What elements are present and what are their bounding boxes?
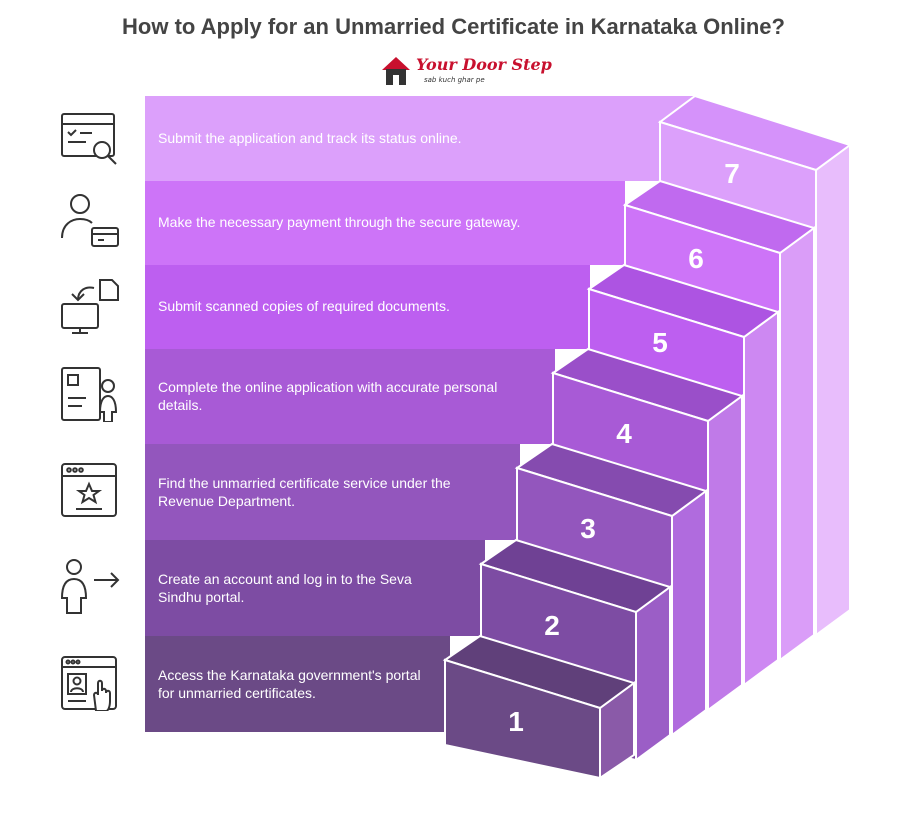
- step-text-2: Create an account and log in to the Seva…: [158, 571, 412, 605]
- house-logo-icon: [382, 57, 410, 85]
- step-6-side: [779, 226, 815, 662]
- step-4-side: [707, 394, 743, 712]
- step-band-7: [145, 96, 695, 181]
- step-3-side: [671, 489, 707, 737]
- logo-tagline: sab kuch ghar pe: [424, 76, 485, 84]
- step-text-4: Complete the online application with acc…: [158, 379, 498, 413]
- page-title: How to Apply for an Unmarried Certificat…: [122, 14, 785, 39]
- step-number-2: 2: [544, 610, 560, 641]
- step-1-front: [444, 658, 601, 780]
- step-band-6: [145, 181, 625, 265]
- step-band-3: [145, 444, 520, 540]
- step-number-4: 4: [616, 418, 632, 449]
- step-5-side: [743, 310, 779, 687]
- step-7-side: [815, 143, 851, 637]
- step-number-5: 5: [652, 327, 668, 358]
- logo-name: Your Door Step: [416, 55, 552, 74]
- form-user-icon: [61, 367, 118, 422]
- step-text-1: Access the Karnataka government's portal…: [158, 667, 421, 701]
- step-number-6: 6: [688, 243, 704, 274]
- step-band-4: [145, 349, 555, 444]
- step-text-7: Submit the application and track its sta…: [158, 130, 462, 146]
- step-text-3: Find the unmarried certificate service u…: [158, 475, 451, 509]
- step-band-1: [145, 636, 450, 732]
- brand-logo: Your Door Step sab kuch ghar pe: [380, 54, 552, 90]
- step-text-5: Submit scanned copies of required docume…: [158, 298, 450, 314]
- step-number-7: 7: [724, 158, 740, 189]
- search-track-icon: [61, 113, 117, 165]
- monitor-upload-document-icon: [61, 279, 119, 334]
- step-number-1: 1: [508, 706, 524, 737]
- step-number-3: 3: [580, 513, 596, 544]
- browser-star-icon: [61, 463, 117, 517]
- user-payment-card-icon: [61, 194, 119, 247]
- step-2-side: [635, 585, 671, 762]
- user-login-arrow-icon: [60, 559, 120, 614]
- web-id-touch-icon: [61, 656, 117, 711]
- step-text-6: Make the necessary payment through the s…: [158, 214, 521, 230]
- step-band-2: [145, 540, 485, 636]
- step-band-5: [145, 265, 590, 349]
